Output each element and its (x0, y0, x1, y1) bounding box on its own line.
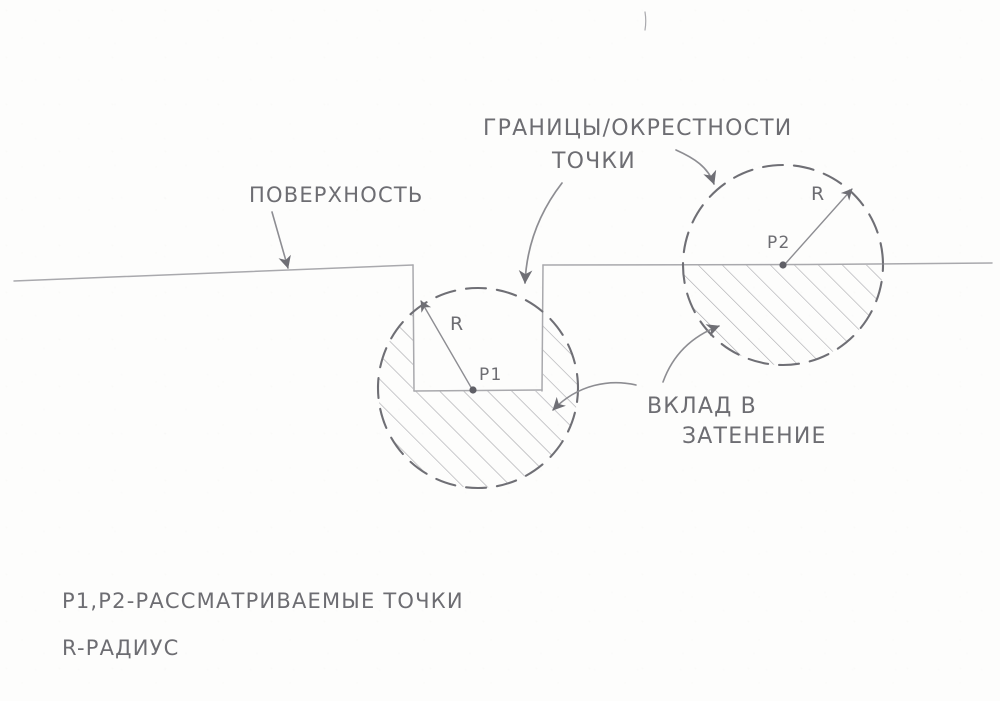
hatching-p1 (378, 288, 578, 488)
label-shading-line1: ВКЛАД В (647, 394, 757, 419)
neighbourhood-p1-group (376, 286, 580, 490)
circle-boundary-p2 (681, 163, 885, 367)
label-shading-line2: ЗАТЕНЕНИЕ (682, 424, 827, 449)
label-boundary-line2: ТОЧКИ (551, 149, 636, 174)
label-surface: ПОВЕРХНОСТЬ (249, 183, 423, 207)
radius-arrow-p2 (785, 188, 853, 264)
label-boundary-line1: ГРАНИЦЫ/ОКРЕСТНОСТИ (483, 116, 792, 141)
radius-arrow-p1 (420, 300, 473, 390)
hatching-p2 (683, 265, 883, 365)
leader-arrow-shading-right (662, 324, 720, 383)
leader-arrow-shading-left (552, 382, 637, 411)
point-dot-p2 (779, 261, 787, 269)
leader-arrow-surface (271, 211, 291, 269)
neighbourhood-p2-group (681, 163, 885, 367)
label-radius-p2: R (811, 183, 825, 205)
point-dot-p1 (469, 386, 477, 394)
surface-line-left (13, 264, 414, 282)
leader-arrow-boundary-left (518, 182, 563, 284)
circle-boundary-p1 (376, 286, 580, 490)
legend-line-2: R-РАДИУС (62, 636, 180, 660)
surface-line-right (542, 262, 993, 266)
label-point-p1: P1 (479, 365, 502, 385)
label-point-p2: P2 (767, 233, 790, 253)
leader-arrow-boundary-right (675, 149, 717, 185)
surface-line-group (13, 262, 993, 282)
stray-mark (644, 11, 647, 31)
legend-line-1: P1,P2-РАССМАТРИВАЕМЫЕ ТОЧКИ (62, 589, 464, 613)
label-radius-p1: R (450, 313, 464, 335)
